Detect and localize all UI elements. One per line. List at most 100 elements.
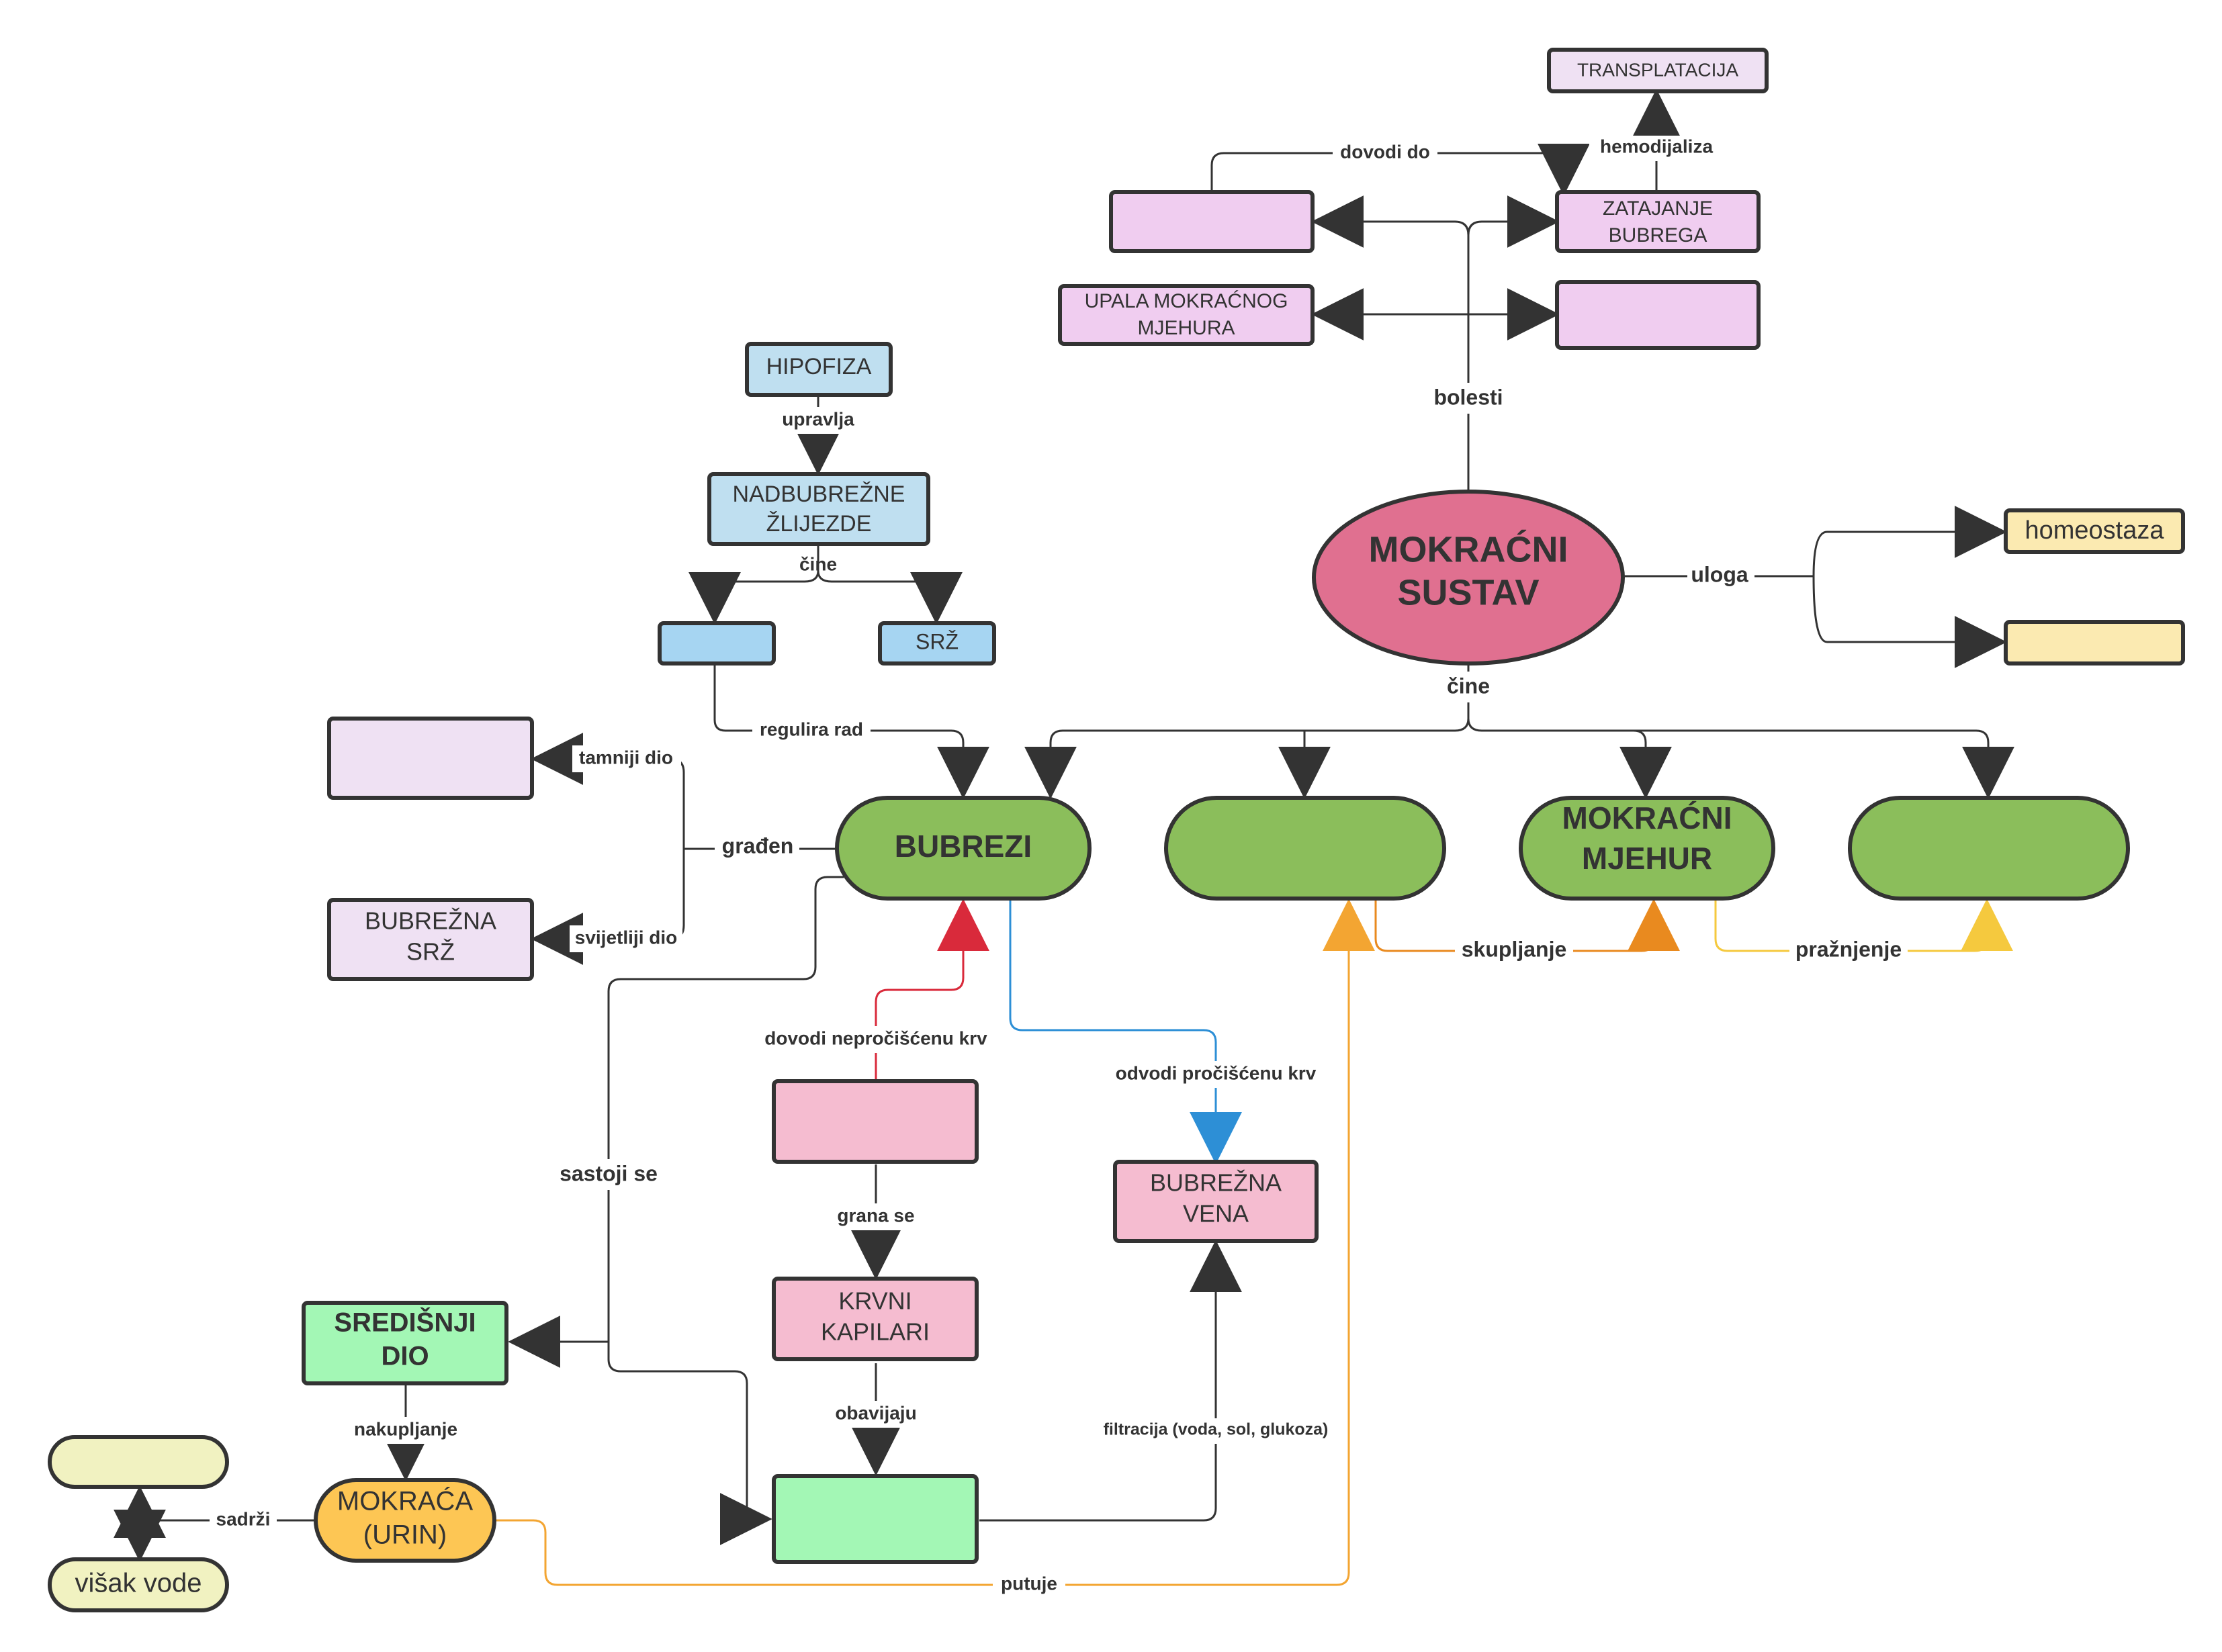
- label-bg: [830, 1203, 922, 1230]
- edge-label-uloga: uloga: [1691, 562, 1748, 586]
- edge-label-svijetliji-dio: svijetliji dio: [575, 927, 677, 948]
- edge-label-odvodi-prociscenu: odvodi pročišćenu krv: [1116, 1062, 1317, 1083]
- node-sredisnji-line1: SREDIŠNJI: [334, 1307, 476, 1338]
- connector-disease-upper: [1311, 195, 1470, 248]
- edge-label-obavijaju: obavijaju: [835, 1402, 916, 1423]
- edge-label-graden: građen: [722, 833, 794, 858]
- connector-filtracija: [979, 1240, 1242, 1522]
- node-visak-vode-box[interactable]: [48, 1557, 229, 1612]
- label-bg: [755, 1026, 997, 1053]
- node-homeostaza-box[interactable]: [2004, 508, 2185, 554]
- connector-organ-mjehur: [1467, 718, 1672, 799]
- node-blank-nephron[interactable]: [772, 1474, 979, 1564]
- label-bg: [1333, 140, 1437, 167]
- node-nadbubrezne-line1: NADBUBREŽNE: [733, 481, 905, 507]
- connector-organ-2: [1634, 729, 2014, 799]
- connector-tamniji: [531, 733, 685, 849]
- node-bubrezna-srz-line2: SRŽ: [406, 938, 455, 966]
- node-blank-cortex-gland[interactable]: [658, 621, 776, 666]
- node-mjehur-line2: MJEHUR: [1582, 841, 1712, 876]
- connector-role-blank: [1812, 576, 2007, 668]
- node-vena-line2: VENA: [1183, 1200, 1249, 1228]
- node-nadbubrezne-box[interactable]: [707, 472, 930, 546]
- node-hipofiza: HIPOFIZA: [766, 354, 872, 379]
- node-bubrezna-srz-line1: BUBREŽNA: [365, 907, 496, 935]
- node-krvni-kapilari-box[interactable]: [772, 1277, 979, 1361]
- connector-gland-left: [688, 570, 819, 625]
- label-bg: [1106, 1061, 1327, 1088]
- edge-label-grana-se: grana se: [837, 1205, 914, 1226]
- edge-label-cine-glands: čine: [799, 553, 837, 574]
- node-upala-box[interactable]: [1058, 284, 1315, 346]
- node-nadbubrezne-line2: ŽLIJEZDE: [766, 511, 872, 537]
- node-transplatacija-box[interactable]: [1547, 48, 1769, 93]
- node-hipofiza-box[interactable]: [745, 342, 893, 397]
- label-bg: [1099, 1418, 1333, 1444]
- node-upala-line1: UPALA MOKRAĆNOG: [1085, 290, 1288, 312]
- node-zatajanje-line2: BUBREGA: [1609, 224, 1707, 246]
- label-bg: [1424, 383, 1513, 414]
- label-bg: [1589, 136, 1724, 161]
- connector-putuje: [494, 899, 1375, 1586]
- node-bubrezna-vena-box[interactable]: [1113, 1160, 1319, 1243]
- node-mokracni-mjehur-box[interactable]: [1519, 796, 1775, 901]
- node-blank-kidney-part[interactable]: [327, 717, 534, 800]
- connector-dovodi-nepr: [875, 899, 989, 1081]
- label-bg: [210, 1507, 277, 1534]
- connector-odvodi-pr: [1009, 900, 1242, 1164]
- node-blank-organ-1[interactable]: [1164, 796, 1446, 901]
- node-vena-line1: BUBREŽNA: [1150, 1169, 1282, 1197]
- node-sredisnji-line2: DIO: [381, 1342, 429, 1371]
- label-bg: [1687, 563, 1754, 591]
- node-blank-content[interactable]: [48, 1435, 229, 1489]
- edge-label-filtracija: filtracija (voda, sol, glukoza): [1104, 1420, 1329, 1439]
- node-kapilari-line1: KRVNI: [838, 1287, 912, 1315]
- node-bubrezi-box[interactable]: [835, 796, 1092, 901]
- node-blank-disease-1[interactable]: [1109, 190, 1315, 253]
- edge-label-bolesti: bolesti: [1433, 385, 1503, 409]
- label-bg: [829, 1401, 923, 1428]
- node-upala-line2: MJEHURA: [1137, 317, 1235, 339]
- label-bg: [348, 1417, 463, 1444]
- node-mokracni-sustav-shape[interactable]: [1312, 490, 1625, 666]
- connector-nephron: [607, 1342, 772, 1545]
- node-bubrezna-srz-box[interactable]: [327, 898, 534, 981]
- label-bg: [752, 717, 871, 744]
- connector-sastoji-se: [607, 876, 844, 1342]
- node-bubrezi: BUBREZI: [895, 829, 1032, 864]
- connector-svijetliji: [531, 849, 685, 965]
- node-sredisnji-dio-box[interactable]: [302, 1301, 508, 1385]
- edge-label-dovodi-do: dovodi do: [1340, 141, 1430, 162]
- node-mokracni-sustav-line1: MOKRAĆNI: [1369, 529, 1568, 569]
- node-mokraca-box[interactable]: [314, 1478, 496, 1563]
- edge-label-tamniji-dio: tamniji dio: [579, 747, 673, 768]
- node-kapilari-line2: KAPILARI: [821, 1318, 930, 1346]
- node-mokracni-sustav-line2: SUSTAV: [1397, 572, 1539, 612]
- label-bg: [551, 1159, 666, 1190]
- label-bg: [1789, 936, 1908, 966]
- connector-organ-bubrezi: [1024, 718, 1470, 799]
- node-homeostaza: homeostaza: [2025, 516, 2164, 545]
- node-zatajanje-line1: ZATAJANJE: [1603, 197, 1713, 220]
- node-visak-vode: višak vode: [75, 1569, 202, 1598]
- edge-label-putuje: putuje: [1001, 1573, 1057, 1594]
- node-blank-organ-2[interactable]: [1848, 796, 2130, 901]
- label-bg: [1437, 672, 1501, 702]
- connector-gland-right: [817, 570, 963, 625]
- node-srz-box[interactable]: [878, 621, 996, 666]
- connector-homeostaza: [1812, 506, 2007, 577]
- connector-visak: [114, 1509, 166, 1562]
- node-srz: SRŽ: [916, 629, 959, 653]
- edge-label-hemodijaliza: hemodijaliza: [1600, 136, 1713, 156]
- node-blank-role[interactable]: [2004, 620, 2185, 666]
- node-mokraca-line1: MOKRAĆA: [337, 1486, 474, 1516]
- edge-label-dovodi-neprociscenu: dovodi nepročišćenu krv: [764, 1027, 987, 1048]
- label-bg: [715, 833, 799, 864]
- node-blank-disease-2[interactable]: [1555, 280, 1761, 350]
- node-transplatacija: TRANSPLATACIJA: [1577, 59, 1738, 80]
- node-zatajanje-box[interactable]: [1555, 190, 1761, 253]
- node-mjehur-line1: MOKRAĆNI: [1562, 800, 1732, 835]
- edge-label-cine-system: čine: [1447, 674, 1490, 698]
- node-blank-artery[interactable]: [772, 1079, 979, 1164]
